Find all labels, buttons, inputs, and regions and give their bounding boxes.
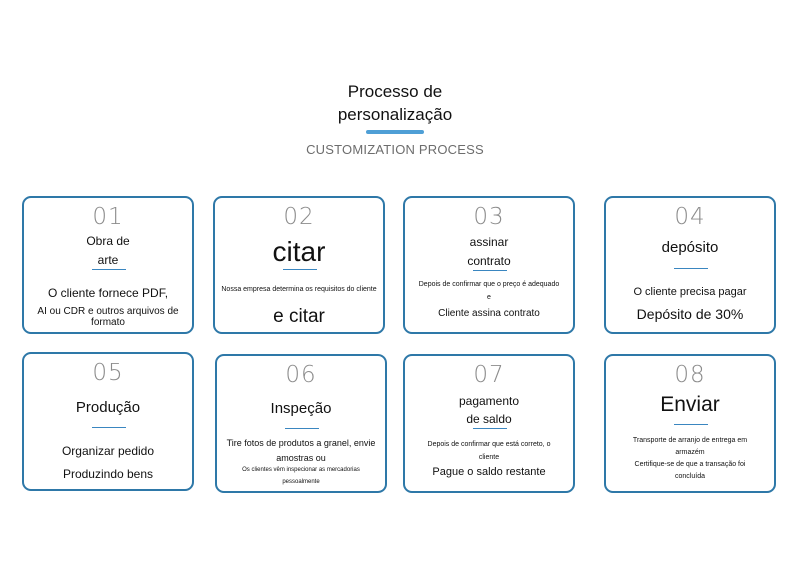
step-description-line: Certifique-se de que a transação foi	[634, 461, 746, 468]
step-title-underline	[92, 427, 126, 428]
step-title-line: Produção	[75, 399, 141, 416]
step-description-line: Os clientes vêm inspecionar as mercadori…	[242, 467, 360, 473]
step-title-line: Enviar	[660, 393, 720, 416]
step-card-06: 06 Inspeção Tire fotos de produtos a gra…	[215, 354, 387, 493]
step-number: 06	[285, 362, 317, 388]
step-title-line: citar	[272, 236, 326, 267]
step-description-line: Tire fotos de produtos a granel, envie	[226, 438, 376, 448]
title-line-2: personalização	[337, 105, 453, 124]
step-description-line: e citar	[273, 306, 325, 327]
step-card-08: 08 Enviar Transporte de arranjo de entre…	[604, 354, 776, 493]
step-number: 08	[674, 362, 706, 388]
step-card-02: 02 citar Nossa empresa determina os requ…	[213, 196, 385, 334]
step-title-line: de saldo	[466, 412, 512, 426]
step-description-line: Pague o saldo restante	[432, 466, 546, 478]
step-title-underline	[285, 428, 319, 429]
title-line-1: Processo de	[347, 82, 443, 101]
step-title-line: Inspeção	[270, 400, 332, 417]
step-description-line: e	[487, 294, 491, 301]
step-number: 03	[473, 204, 505, 230]
step-card-03: 03 assinar contrato Depois de confirmar …	[403, 196, 575, 334]
step-description-line: armazém	[675, 449, 705, 456]
step-card-07: 07 pagamento de saldo Depois de confirma…	[403, 354, 575, 493]
step-title-underline	[473, 270, 507, 271]
step-title-underline	[92, 269, 126, 270]
step-number: 04	[674, 204, 706, 230]
step-title-underline	[473, 428, 507, 429]
step-title-underline	[674, 268, 708, 269]
step-number: 01	[92, 204, 124, 230]
step-description-line: O cliente fornece PDF,	[47, 286, 169, 300]
step-title-line: contrato	[467, 254, 511, 268]
step-title-underline	[674, 424, 708, 425]
step-number: 07	[473, 362, 505, 388]
step-number: 02	[283, 204, 315, 230]
step-description-line: concluída	[675, 473, 705, 480]
step-description-line: Depósito de 30%	[636, 306, 744, 322]
step-card-01: 01 Obra de arte O cliente fornece PDF, A…	[22, 196, 194, 334]
step-card-05: 05 Produção Organizar pedido Produzindo …	[22, 352, 194, 491]
step-title-underline	[283, 269, 317, 270]
step-description-line: O cliente precisa pagar	[633, 286, 747, 298]
step-title-line: pagamento	[458, 394, 520, 408]
step-title-line: depósito	[661, 239, 719, 256]
title-underline	[366, 130, 424, 134]
step-description-line: amostras ou	[276, 453, 326, 463]
step-title-line: arte	[97, 253, 119, 267]
step-description-line: pessoalmente	[282, 479, 320, 485]
step-description-line: cliente	[478, 454, 500, 461]
step-description-line: AI ou CDR e outros arquivos de formato	[37, 306, 179, 328]
step-description-line: Nossa empresa determina os requisitos do…	[221, 286, 377, 293]
step-title-line: Obra de	[86, 234, 130, 248]
step-description-line: Produzindo bens	[62, 467, 154, 481]
step-description-line: Depois de confirmar que está correto, o	[427, 441, 551, 448]
page-subtitle: CUSTOMIZATION PROCESS	[306, 142, 484, 157]
step-description-line: Transporte de arranjo de entrega em	[632, 437, 748, 444]
step-title-line: assinar	[469, 235, 509, 249]
page-header: Processo de personalização CUSTOMIZATION…	[0, 80, 790, 157]
step-description-line: Depois de confirmar que o preço é adequa…	[418, 281, 560, 288]
step-description-line: Organizar pedido	[61, 444, 155, 458]
step-card-04: 04 depósito O cliente precisa pagar Depó…	[604, 196, 776, 334]
step-description-line: Cliente assina contrato	[438, 308, 540, 319]
step-number: 05	[92, 360, 124, 386]
